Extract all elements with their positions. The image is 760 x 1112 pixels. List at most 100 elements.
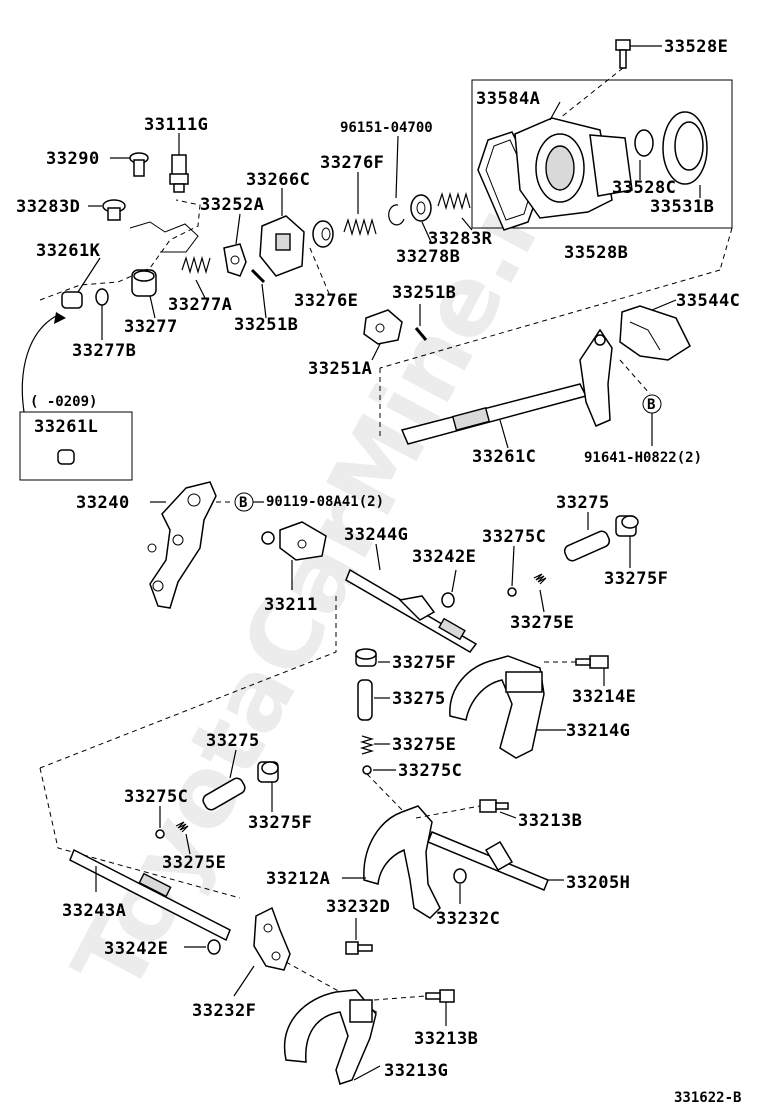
plug-33275f-c[interactable] <box>257 761 279 783</box>
label-33278b: 33278B <box>396 247 460 267</box>
spring-33275e-a[interactable] <box>533 573 547 585</box>
plug-33275f-b[interactable] <box>355 648 377 667</box>
bolt-33213b-b[interactable] <box>425 989 455 1003</box>
lever-33240[interactable] <box>147 481 217 609</box>
label-33211: 33211 <box>264 595 318 615</box>
label-33275c-left: 33275C <box>124 787 188 807</box>
label-33544c: 33544C <box>676 291 740 311</box>
label-33251b-lower: 33251B <box>234 315 298 335</box>
bolt-33214e[interactable] <box>575 655 609 669</box>
label-33275e-top: 33275E <box>510 613 574 633</box>
bushing-33261k[interactable] <box>61 291 83 309</box>
plug-33111g[interactable] <box>169 154 189 193</box>
washer-33278b[interactable] <box>410 194 432 222</box>
label-33205h: 33205H <box>566 873 630 893</box>
fork-33212a[interactable] <box>363 805 441 919</box>
ball-33275c-a[interactable] <box>507 587 517 597</box>
label-33584a: 33584A <box>476 89 540 109</box>
seal-33528c[interactable] <box>634 129 654 157</box>
label-33213b-upper: 33213B <box>518 811 582 831</box>
label-33528c: 33528C <box>612 178 676 198</box>
spring-33275e-b[interactable] <box>359 735 375 755</box>
label-33240: 33240 <box>76 493 130 513</box>
snap-ring-96151[interactable] <box>388 204 405 226</box>
pin-33275-c[interactable] <box>201 776 247 812</box>
label-96151-04700: 96151-04700 <box>340 120 433 136</box>
head-33211[interactable] <box>261 521 327 561</box>
fork-33213g[interactable] <box>283 989 377 1085</box>
pin-33275-a[interactable] <box>563 529 612 562</box>
ball-33275c-b[interactable] <box>362 765 372 775</box>
clip-33232c[interactable] <box>453 868 467 884</box>
shaft-33205h[interactable] <box>427 831 549 891</box>
label-33275-top: 33275 <box>556 493 610 513</box>
label-33213b-lower: 33213B <box>414 1029 478 1049</box>
shaft-33244g[interactable] <box>345 568 478 653</box>
label-33528b: 33528B <box>564 243 628 263</box>
ring-33277b[interactable] <box>95 288 109 306</box>
callout-b-2: B <box>234 492 254 512</box>
label-33244g: 33244G <box>344 525 408 545</box>
label-33275e-left: 33275E <box>162 853 226 873</box>
pin-33275-b[interactable] <box>357 679 373 721</box>
label-33214g: 33214G <box>566 721 630 741</box>
clip-33242e-bottom[interactable] <box>207 939 221 955</box>
callout-b-1: B <box>642 394 662 414</box>
fork-33214g[interactable] <box>449 655 545 759</box>
callout-b-2-letter: B <box>239 495 247 511</box>
label-33276e: 33276E <box>294 291 358 311</box>
label-33283d: 33283D <box>16 197 80 217</box>
clip-33242e-top[interactable] <box>441 592 455 608</box>
bolt-33213b-a[interactable] <box>479 799 509 813</box>
lever-33252a[interactable] <box>223 243 247 277</box>
label-33232c: 33232C <box>436 909 500 929</box>
extension-housing[interactable] <box>514 117 633 219</box>
bolt-33528e[interactable] <box>615 39 631 69</box>
label-90119-08a41: 90119-08A41(2) <box>266 494 384 510</box>
figure-id: 331622-B <box>674 1090 741 1106</box>
label-33251a: 33251A <box>308 359 372 379</box>
label-33232d: 33232D <box>326 897 390 917</box>
plug-33283d[interactable] <box>102 199 126 221</box>
label-33213g: 33213G <box>384 1061 448 1081</box>
block-33266c[interactable] <box>259 215 305 277</box>
label-33214e: 33214E <box>572 687 636 707</box>
label-33261l: 33261L <box>34 417 98 437</box>
label-layer: 33528E 33584A 96151-04700 33111G 33290 3… <box>16 37 741 1106</box>
head-33232f[interactable] <box>253 906 291 971</box>
label-91641-h0822: 91641-H0822(2) <box>584 450 702 466</box>
shaft-33243a[interactable] <box>69 848 231 942</box>
callout-b-1-letter: B <box>647 397 655 413</box>
label-33275-mid: 33275 <box>392 689 446 709</box>
inset-33261l <box>19 312 133 481</box>
label-33277a: 33277A <box>168 295 232 315</box>
lever-33251a[interactable] <box>363 309 403 345</box>
housing-group-box <box>471 79 733 229</box>
spring-33275e-c[interactable] <box>175 821 189 833</box>
retainer-group <box>39 133 473 340</box>
label-33277b: 33277B <box>72 341 136 361</box>
ball-33275c-c[interactable] <box>155 829 165 839</box>
bushing-33277[interactable] <box>131 269 157 297</box>
bearing-33531b[interactable] <box>662 111 708 185</box>
shaft-33261c[interactable] <box>400 328 613 445</box>
label-33276f: 33276F <box>320 153 384 173</box>
label-33531b: 33531B <box>650 197 714 217</box>
label-33275c-top: 33275C <box>482 527 546 547</box>
spring-33277a[interactable] <box>181 255 211 275</box>
label-33275f-top: 33275F <box>604 569 668 589</box>
breather-33290[interactable] <box>129 152 149 177</box>
spring-33276f[interactable] <box>343 217 377 237</box>
label-33275e-mid: 33275E <box>392 735 456 755</box>
plug-33275f-a[interactable] <box>615 515 639 537</box>
washer-33276e[interactable] <box>312 220 334 248</box>
label-33283r: 33283R <box>428 229 493 249</box>
cover-33544c[interactable] <box>619 305 691 361</box>
bolt-33232d[interactable] <box>345 941 373 955</box>
label-33275f-mid: 33275F <box>392 653 456 673</box>
spring-33283r[interactable] <box>437 191 471 211</box>
label-33232f: 33232F <box>192 1001 256 1021</box>
bushing-33261l[interactable] <box>57 449 75 465</box>
gasket[interactable] <box>477 131 541 231</box>
